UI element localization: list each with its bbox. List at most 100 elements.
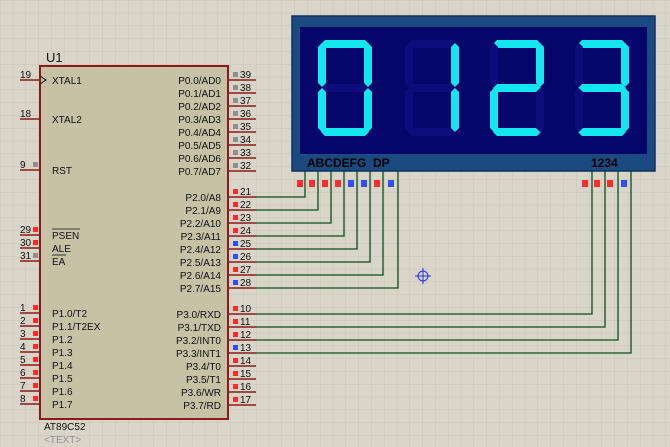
chip-reference[interactable]: U1 xyxy=(46,50,63,65)
pin-state-marker xyxy=(233,254,238,259)
pin-state-marker xyxy=(233,397,238,402)
pin-state-marker xyxy=(33,227,38,232)
pin-label: P1.4 xyxy=(52,361,73,372)
pin-number: 25 xyxy=(240,239,252,250)
wire-segment xyxy=(256,171,345,237)
pin-number: 15 xyxy=(240,369,252,380)
wire-digit-select xyxy=(256,171,606,328)
pin-state-marker xyxy=(33,357,38,362)
pin-state-marker xyxy=(233,124,238,129)
wire-digit-select xyxy=(256,171,632,354)
pin-number: 30 xyxy=(20,238,32,249)
pin-number: 24 xyxy=(240,226,252,237)
pin-label: P3.1/TXD xyxy=(178,323,221,334)
pin-state-marker xyxy=(233,72,238,77)
segment-g xyxy=(408,84,456,92)
segment-g xyxy=(493,84,541,92)
chip-pin-8[interactable]: 8P1.7 xyxy=(20,394,73,411)
chip-pin-7[interactable]: 7P1.6 xyxy=(20,381,73,398)
pin-state-marker xyxy=(233,319,238,324)
pin-label: P1.2 xyxy=(52,335,73,346)
segment-pin-marker xyxy=(297,180,303,187)
pin-number: 6 xyxy=(20,368,26,379)
segment-d xyxy=(493,128,541,136)
pin-state-marker xyxy=(233,280,238,285)
pin-number: 23 xyxy=(240,213,252,224)
seven-segment-display[interactable]: ABCDEFG DP 1234 xyxy=(291,15,656,187)
pin-label: P3.4/T0 xyxy=(186,362,221,373)
pin-label: P0.1/AD1 xyxy=(178,89,221,100)
segment-f xyxy=(405,43,413,87)
segment-pin-marker xyxy=(309,180,315,187)
pin-number: 33 xyxy=(240,148,252,159)
segment-b xyxy=(621,43,629,87)
pin-label: P3.2/INT0 xyxy=(176,336,221,347)
chip-pin-6[interactable]: 6P1.5 xyxy=(20,368,73,385)
chip-pin-4[interactable]: 4P1.3 xyxy=(20,342,73,359)
pin-number: 12 xyxy=(240,330,252,341)
pin-label: P0.6/AD6 xyxy=(178,154,221,165)
pin-label: P2.7/A15 xyxy=(180,284,222,295)
segment-e xyxy=(318,88,326,132)
pin-label: PSEN xyxy=(52,231,79,242)
pin-state-marker xyxy=(233,215,238,220)
segment-f xyxy=(318,43,326,87)
digit-pin-marker xyxy=(594,180,600,187)
pin-label: P1.3 xyxy=(52,348,73,359)
pin-label: ALE xyxy=(52,244,71,255)
pin-number: 26 xyxy=(240,252,252,263)
wire-segment xyxy=(256,171,384,276)
segment-pin-marker xyxy=(388,180,394,187)
pin-label: P0.0/AD0 xyxy=(178,76,221,87)
chip-pin-5[interactable]: 5P1.4 xyxy=(20,355,73,372)
segment-a xyxy=(493,40,541,48)
pin-number: 11 xyxy=(240,317,251,328)
wire-digit-select xyxy=(256,171,619,341)
pin-number: 14 xyxy=(240,356,252,367)
digit-4 xyxy=(575,40,629,136)
pin-state-marker xyxy=(33,162,38,167)
pin-label: P1.7 xyxy=(52,400,73,411)
chip-pin-2[interactable]: 2P1.1/T2EX xyxy=(20,316,101,333)
chip-body[interactable] xyxy=(39,65,229,420)
microcontroller-u1[interactable]: U1 AT89C52 <TEXT> 19XTAL118XTAL29RST29PS… xyxy=(20,50,256,446)
pin-label: P3.0/RXD xyxy=(177,310,221,321)
pin-state-marker xyxy=(233,98,238,103)
pin-label: P2.1/A9 xyxy=(185,206,221,217)
chip-pin-1[interactable]: 1P1.0/T2 xyxy=(20,303,87,320)
pin-label: P1.6 xyxy=(52,387,73,398)
chip-pin-3[interactable]: 3P1.2 xyxy=(20,329,73,346)
chip-part-number[interactable]: AT89C52 xyxy=(44,422,86,433)
